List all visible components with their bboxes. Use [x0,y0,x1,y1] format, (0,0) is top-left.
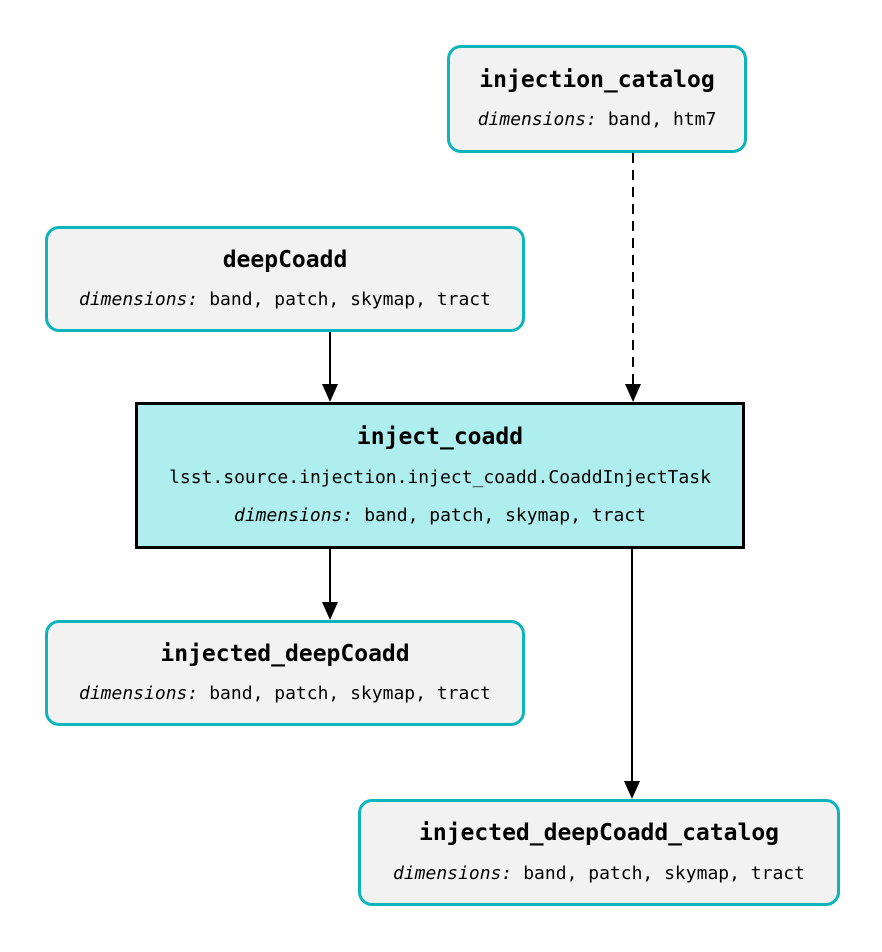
node-title: deepCoadd [222,246,348,273]
node-title: inject_coadd [356,424,524,451]
dataset-node-deepCoadd: deepCoadd dimensions: band, patch, skymap… [45,226,525,332]
dimensions-label: dimensions: [477,109,597,131]
dataset-node-injected-deepCoadd: injected_deepCoadd dimensions: band, patc… [45,620,525,726]
node-dimensions: dimensions: band, htm7 [478,110,717,130]
dimensions-label: dimensions: [79,683,199,705]
arrowhead-icon [624,781,640,799]
dimensions-label: dimensions: [234,505,354,527]
edge-deepCoadd-to-inject-coadd [329,332,331,384]
arrowhead-icon [322,602,338,620]
dataset-node-injection-catalog: injection_catalog dimensions: band, htm7 [447,45,747,153]
task-node-inject-coadd: inject_coadd lsst.source.injection.injec… [135,402,745,549]
dimensions-value: band, htm7 [607,109,717,131]
node-dimensions: dimensions: band, patch, skymap, tract [393,862,805,884]
node-dimensions: dimensions: band, patch, skymap, tract [79,290,491,310]
edge-inject-coadd-to-injected-deepCoadd [329,549,331,602]
task-class-path: lsst.source.injection.inject_coadd.Coadd… [169,467,711,489]
dimensions-value: band, patch, skymap, tract [209,289,491,311]
dimensions-value: band, patch, skymap, tract [364,505,646,527]
arrowhead-icon [322,384,338,402]
edge-inject-coadd-to-injected-deepCoadd-catalog [631,549,633,781]
dimensions-value: band, patch, skymap, tract [209,683,491,705]
node-title: injected_deepCoadd_catalog [418,820,780,847]
node-title: injection_catalog [479,66,715,93]
dimensions-label: dimensions: [79,289,199,311]
node-dimensions: dimensions: band, patch, skymap, tract [234,506,646,526]
arrowhead-icon [625,384,641,402]
dataset-node-injected-deepCoadd-catalog: injected_deepCoadd_catalog dimensions: ba… [358,799,840,906]
node-title: injected_deepCoadd [160,640,410,667]
node-dimensions: dimensions: band, patch, skymap, tract [79,684,491,704]
dimensions-label: dimensions: [393,862,513,884]
edge-injection-catalog-to-inject-coadd [632,153,634,384]
dimensions-value: band, patch, skymap, tract [523,862,805,884]
